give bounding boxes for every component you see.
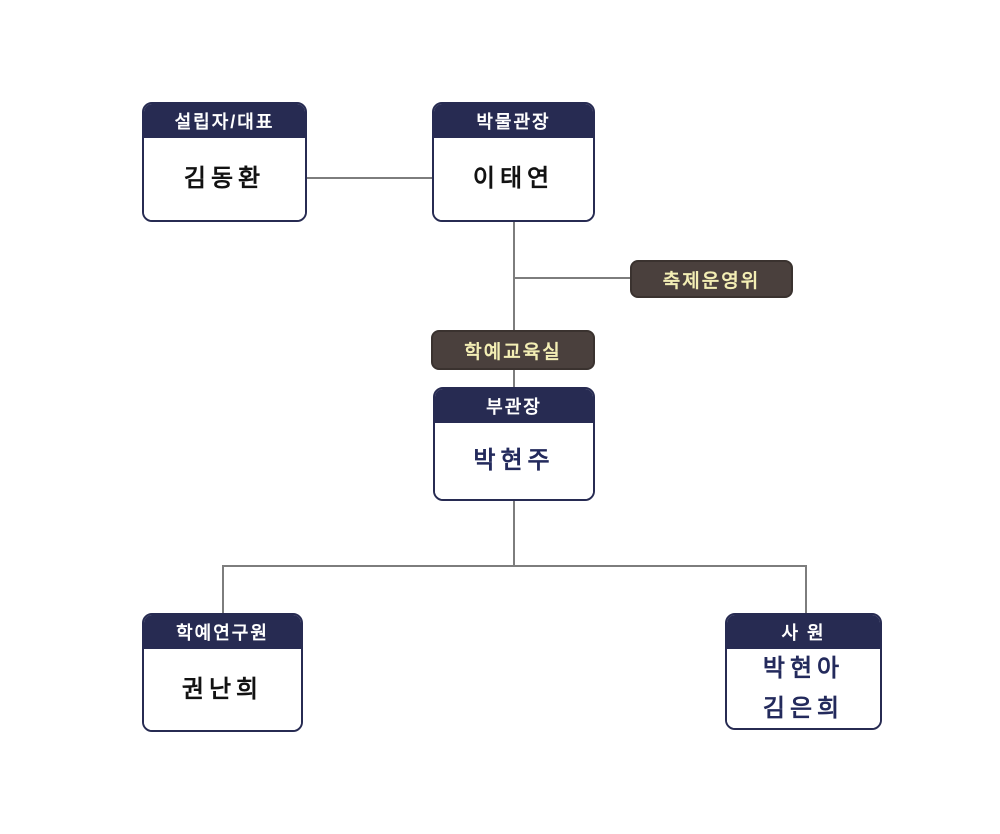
connector-to-staff xyxy=(805,565,807,613)
org-node-founder: 설립자/대표 김동환 xyxy=(142,102,307,222)
org-node-staff-body: 박현아 김은희 xyxy=(727,649,880,728)
connector-education-to-deputy xyxy=(513,370,515,387)
org-node-curator-researcher-body: 권난희 xyxy=(144,649,301,730)
connector-director-down xyxy=(513,222,515,330)
org-node-deputy-director-name: 박현주 xyxy=(473,447,555,475)
org-node-founder-role: 설립자/대표 xyxy=(144,104,305,138)
org-node-deputy-director-role: 부관장 xyxy=(435,389,593,423)
connector-to-curator xyxy=(222,565,224,613)
org-node-staff-role: 사 원 xyxy=(727,615,880,649)
org-node-founder-body: 김동환 xyxy=(144,138,305,220)
connector-to-festival-committee xyxy=(514,277,630,279)
org-node-deputy-director-body: 박현주 xyxy=(435,423,593,499)
tag-curation-education-office: 학예교육실 xyxy=(431,330,595,370)
connector-founder-director xyxy=(307,177,432,179)
org-node-museum-director-body: 이태연 xyxy=(434,138,593,220)
org-node-museum-director-name: 이태연 xyxy=(472,165,555,193)
org-node-staff: 사 원 박현아 김은희 xyxy=(725,613,882,730)
org-node-museum-director: 박물관장 이태연 xyxy=(432,102,595,222)
connector-deputy-down xyxy=(513,501,515,567)
org-node-founder-name: 김동환 xyxy=(183,165,266,193)
org-node-curator-researcher-role: 학예연구원 xyxy=(144,615,301,649)
tag-festival-committee: 축제운영위 xyxy=(630,260,793,298)
org-node-curator-researcher-name: 권난희 xyxy=(181,675,264,703)
org-node-deputy-director: 부관장 박현주 xyxy=(433,387,595,501)
org-node-curator-researcher: 학예연구원 권난희 xyxy=(142,613,303,732)
connector-children-horizontal xyxy=(222,565,807,567)
org-node-staff-name-2: 김은희 xyxy=(762,694,845,722)
org-node-staff-name-1: 박현아 xyxy=(762,655,845,682)
org-node-museum-director-role: 박물관장 xyxy=(434,104,593,138)
